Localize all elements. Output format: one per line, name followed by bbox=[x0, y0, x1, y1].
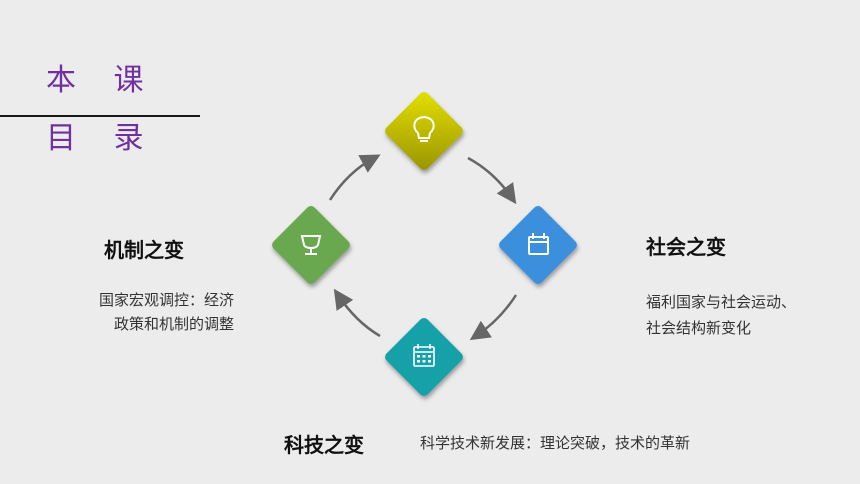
section-desc-technology: 科学技术新发展：理论突破，技术的革新 bbox=[420, 434, 691, 452]
section-heading-society: 社会之变 bbox=[646, 235, 726, 259]
trophy-icon bbox=[300, 235, 322, 255]
node-right bbox=[499, 206, 577, 284]
page-title: 本 课 目 录 bbox=[46, 63, 158, 156]
arrow-top-to-right bbox=[467, 156, 517, 205]
lightbulb-icon bbox=[413, 115, 435, 142]
section-desc-society-line1: 福利国家与社会运动、 bbox=[646, 293, 797, 311]
section-heading-technology: 科技之变 bbox=[284, 433, 364, 457]
node-top bbox=[385, 92, 463, 170]
arrow-bottom-to-left bbox=[333, 288, 381, 338]
section-heading-mechanism: 机制之变 bbox=[104, 238, 184, 262]
title-underline bbox=[0, 115, 200, 117]
arrow-left-to-top bbox=[328, 154, 381, 201]
section-desc-mechanism-line2: 政策和机制的调整 bbox=[113, 315, 234, 333]
calendar-grid-icon bbox=[413, 344, 435, 367]
section-desc-mechanism-line1: 国家宏观调控：经济 bbox=[98, 291, 234, 309]
calendar-icon bbox=[528, 233, 549, 255]
node-left bbox=[272, 206, 350, 284]
arrow-right-to-bottom bbox=[469, 294, 518, 341]
section-desc-society-line2: 社会结构新变化 bbox=[646, 319, 752, 337]
